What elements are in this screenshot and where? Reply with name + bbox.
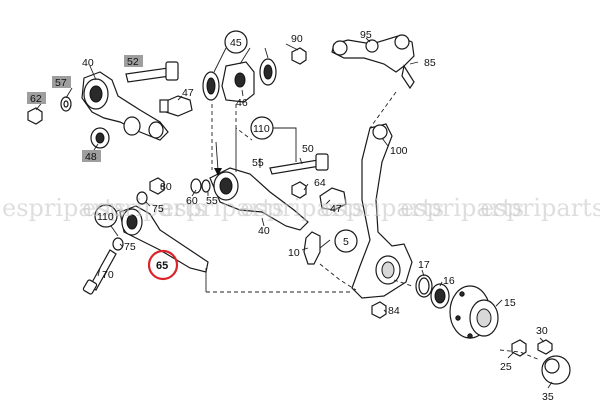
circlip-17-part xyxy=(415,274,433,298)
bearing-16-part xyxy=(430,283,450,309)
part-label-40-center: 40 xyxy=(258,225,270,237)
washer-57-part xyxy=(60,96,72,112)
watermark-text: espriparts xyxy=(82,194,206,222)
label-box-57 xyxy=(52,76,71,88)
callout-circle-110-lower xyxy=(94,204,118,228)
label-box-48 xyxy=(82,150,101,162)
part-label-40: 40 xyxy=(82,57,94,69)
part-label-62: 62 xyxy=(30,93,42,105)
washer-75-lower-part xyxy=(112,237,124,251)
part-label-35: 35 xyxy=(542,391,554,403)
part-label-84: 84 xyxy=(388,305,400,317)
part-label-52: 52 xyxy=(127,56,139,68)
bolt-84-part xyxy=(371,301,387,319)
part-label-48: 48 xyxy=(85,151,97,163)
part-label-55-lower: 55 xyxy=(206,195,218,207)
part-label-70: 70 xyxy=(102,269,114,281)
part-label-95: 95 xyxy=(360,29,372,41)
steering-knuckle-100-part xyxy=(351,123,413,299)
cap-30-part xyxy=(537,339,553,355)
guide-line xyxy=(393,279,413,287)
boot-47-part xyxy=(159,95,193,117)
arrow-line xyxy=(215,141,219,171)
part-label-57: 57 xyxy=(55,77,67,89)
dust-cap-35-part xyxy=(541,355,571,385)
part-label-15: 15 xyxy=(504,297,516,309)
hub-15-part xyxy=(449,285,499,339)
label-box-62 xyxy=(27,92,46,104)
guide-line xyxy=(319,263,357,291)
part-label-80: 80 xyxy=(160,181,172,193)
guide-line xyxy=(369,91,397,129)
part-label-60: 60 xyxy=(186,195,198,207)
part-label-25: 25 xyxy=(500,361,512,373)
callout-circle-5 xyxy=(334,229,358,253)
part-label-10: 10 xyxy=(288,247,300,259)
part-label-46: 46 xyxy=(236,97,248,109)
part-label-75-lower: 75 xyxy=(124,241,136,253)
nut-80-part xyxy=(149,177,165,195)
strut-arm-40-part xyxy=(190,167,309,231)
watermark: espriparts espriparts espriparts espripa… xyxy=(2,194,600,222)
bolt-70-part xyxy=(82,249,117,295)
washer-75-upper-part xyxy=(136,191,148,205)
guide-line xyxy=(235,104,253,141)
part-label-85: 85 xyxy=(424,57,436,69)
part-label-50: 50 xyxy=(302,143,314,155)
part-label-16: 16 xyxy=(443,275,455,287)
watermark-text: espriparts xyxy=(2,194,126,222)
watermark-text: espriparts xyxy=(240,194,364,222)
callout-circle-110-upper xyxy=(250,116,274,140)
boot-47-center-part xyxy=(319,187,347,211)
control-arm-40-part xyxy=(81,71,169,141)
part-label-100: 100 xyxy=(390,145,408,157)
highlight-ring xyxy=(147,249,179,281)
watermark-text: espriparts xyxy=(320,194,444,222)
nut-64-part xyxy=(291,181,307,199)
bushing-assembly-45-part xyxy=(202,58,277,103)
part-label-30: 30 xyxy=(536,325,548,337)
part-label-47: 47 xyxy=(182,87,194,99)
nut-62-part xyxy=(27,107,43,125)
callout-label-5: 5 xyxy=(343,236,349,248)
callout-label-110-upper: 110 xyxy=(253,123,270,135)
bushing-48-part xyxy=(90,127,110,149)
part-label-17: 17 xyxy=(418,259,430,271)
tie-rod-65-part xyxy=(119,205,209,292)
part-label-64: 64 xyxy=(314,177,326,189)
part-label-65: 65 xyxy=(156,260,168,272)
arrow-head xyxy=(214,168,222,176)
part-label-75-upper: 75 xyxy=(152,203,164,215)
watermark-text: espriparts xyxy=(480,194,600,222)
callout-label-110-lower: 110 xyxy=(97,211,114,223)
label-box-52 xyxy=(124,55,143,67)
part-label-90: 90 xyxy=(291,33,303,45)
watermark-text: espriparts xyxy=(400,194,524,222)
ball-joint-10-part xyxy=(303,231,321,265)
callout-circle-45 xyxy=(224,30,248,54)
part-label-47-center: 47 xyxy=(330,203,342,215)
part-label-55-upper: 55 xyxy=(252,157,264,169)
bolt-50-part xyxy=(269,153,329,175)
bolt-52-part xyxy=(125,61,179,83)
watermark-text: espriparts xyxy=(160,194,284,222)
nut-90-part xyxy=(291,47,307,65)
bolt-95-part xyxy=(365,39,379,53)
callout-label-45: 45 xyxy=(230,37,242,49)
